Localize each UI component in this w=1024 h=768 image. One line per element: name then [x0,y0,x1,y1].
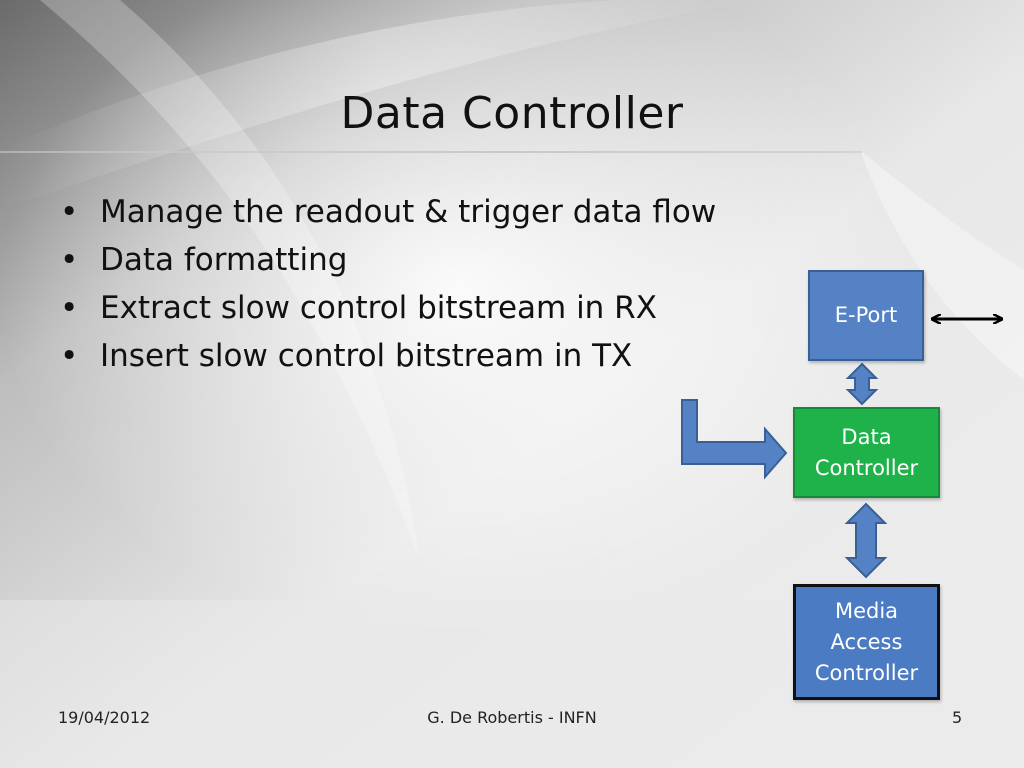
bullet-item: Data formatting [60,236,716,284]
bullet-item: Extract slow control bitstream in RX [60,284,716,332]
data-controller-label-line1: Data [841,424,892,449]
input-bent-arrow [681,399,788,480]
bullet-list: Manage the readout & trigger data flow D… [60,188,716,380]
bullet-item: Insert slow control bitstream in TX [60,332,716,380]
page-number: 5 [952,708,963,727]
mac-label-line3: Controller [814,660,919,685]
footer-author: G. De Robertis - INFN [427,708,597,727]
slide-title: Data Controller [340,88,684,139]
eport-label: E-Port [834,303,898,327]
title-divider [0,151,862,153]
footer-date: 19/04/2012 [58,708,151,727]
mac-label-line2: Access [830,629,903,654]
eport-block: E-Port [808,270,924,361]
data-controller-block: Data Controller [793,407,940,498]
data-controller-label-line2: Controller [814,455,919,480]
mac-label-line1: Media [834,598,899,623]
dc-mac-double-arrow [844,502,888,579]
mac-block: Media Access Controller [793,584,940,700]
eport-dc-double-arrow [845,362,879,406]
bullet-item: Manage the readout & trigger data flow [60,188,716,236]
